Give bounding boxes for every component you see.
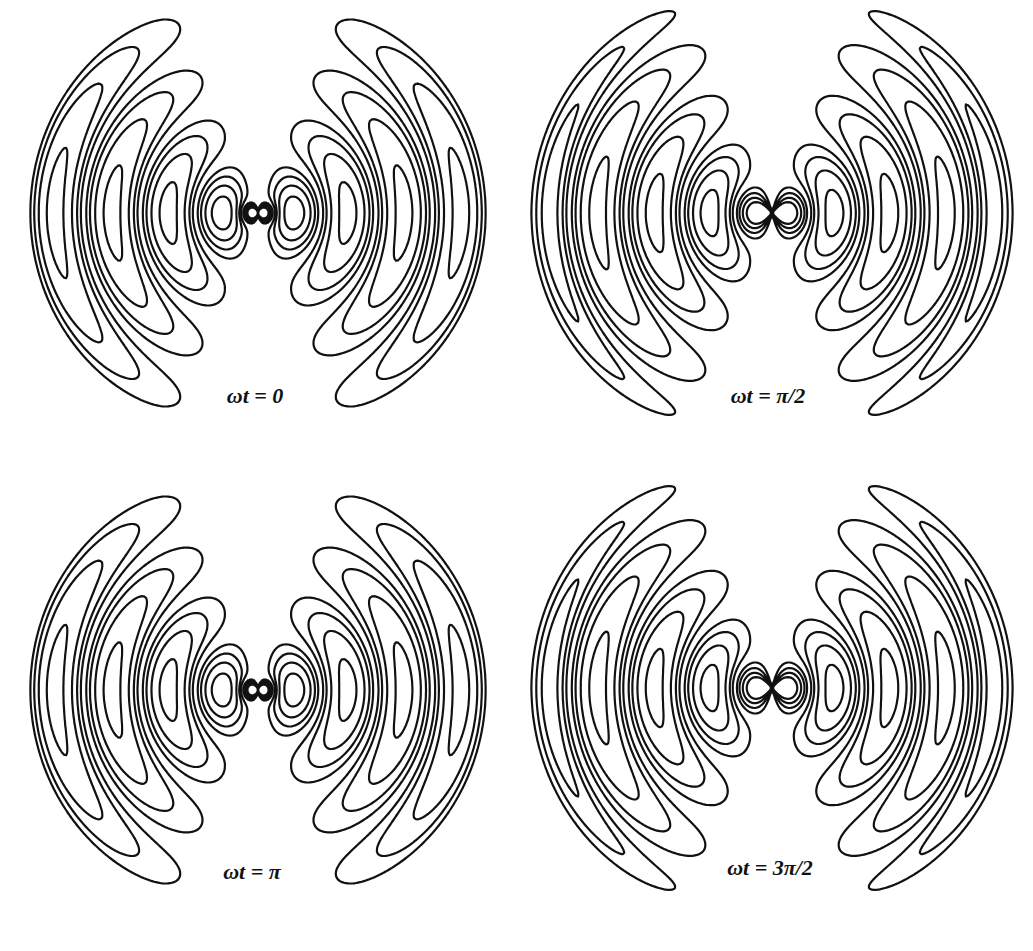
field-line-set (531, 486, 1012, 890)
phase-label: ωt = π/2 (726, 383, 811, 409)
phase-label: ωt = π (218, 859, 286, 885)
phase-label: ωt = 3π/2 (722, 855, 818, 881)
field-line-set (30, 20, 485, 407)
field-line-set (531, 11, 1012, 415)
field-line-set (30, 497, 485, 884)
phase-label: ωt = 0 (222, 383, 289, 409)
